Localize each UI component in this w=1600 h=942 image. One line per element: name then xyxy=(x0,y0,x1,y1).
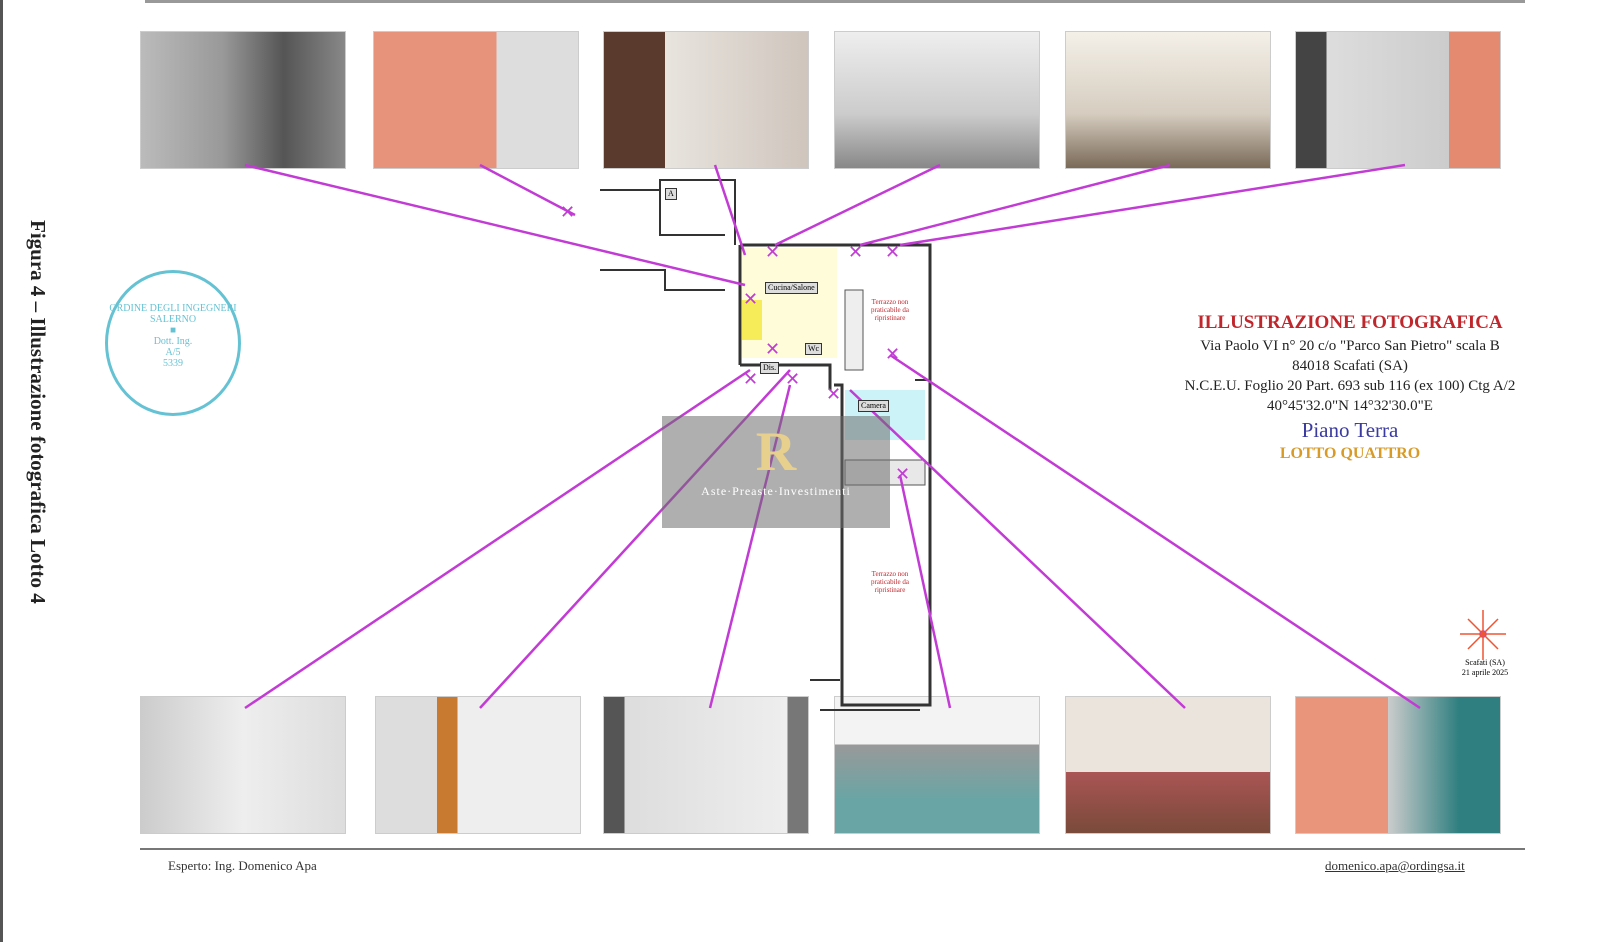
title-block: ILLUSTRAZIONE FOTOGRAFICA Via Paolo VI n… xyxy=(1140,310,1560,464)
page-edge xyxy=(0,0,3,942)
room-label-bedroom: Camera xyxy=(858,400,889,412)
footer-email[interactable]: domenico.apa@ordingsa.it xyxy=(1325,858,1465,873)
compass-place: Scafati (SA) xyxy=(1465,658,1505,667)
address: Via Paolo VI n° 20 c/o "Parco San Pietro… xyxy=(1200,338,1500,354)
photo-3 xyxy=(603,31,809,169)
photo-6 xyxy=(1295,31,1501,169)
figure-caption: Figura 4 – Illustrazione fotografica Lot… xyxy=(26,220,50,604)
room-label-living: Cucina/Salone xyxy=(765,282,818,294)
top-rule xyxy=(145,0,1525,3)
cadastre: N.C.E.U. Foglio 20 Part. 693 sub 116 (ex… xyxy=(1184,378,1516,394)
svg-text:✕: ✕ xyxy=(885,344,900,364)
room-label-wc: Wc xyxy=(805,343,823,355)
room-label-hall: Dis. xyxy=(760,362,780,374)
coordinates: 40°45'32.0"N 14°32'30.0"E xyxy=(1267,398,1433,414)
watermark: R Aste·Preaste·Investimenti xyxy=(662,416,890,528)
title-heading: ILLUSTRAZIONE FOTOGRAFICA xyxy=(1197,312,1503,333)
footer-expert: Esperto: Ing. Domenico Apa xyxy=(168,858,317,873)
city: 84018 Scafati (SA) xyxy=(1292,358,1408,374)
photo-8 xyxy=(375,696,581,834)
lot-label: LOTTO QUATTRO xyxy=(1279,445,1421,462)
svg-text:✕: ✕ xyxy=(743,289,758,309)
terrace-note: Terrazzo non praticabile da ripristinare xyxy=(871,298,909,322)
floor-label: Piano Terra xyxy=(1301,418,1399,442)
svg-text:✕: ✕ xyxy=(785,369,800,389)
photo-9 xyxy=(603,696,809,834)
bottom-rule xyxy=(140,848,1525,850)
watermark-text: Aste·Preaste·Investimenti xyxy=(701,484,851,498)
photo-11 xyxy=(1065,696,1271,834)
svg-text:✕: ✕ xyxy=(560,202,575,222)
svg-text:✕: ✕ xyxy=(826,384,841,404)
watermark-logo: R xyxy=(755,421,797,483)
photo-5 xyxy=(1065,31,1271,169)
svg-text:✕: ✕ xyxy=(765,242,780,262)
photo-10 xyxy=(834,696,1040,834)
compass-date: 21 aprile 2025 xyxy=(1461,668,1509,677)
photo-12 xyxy=(1295,696,1501,834)
photo-2 xyxy=(373,31,579,169)
svg-text:✕: ✕ xyxy=(765,339,780,359)
svg-text:✕: ✕ xyxy=(743,369,758,389)
svg-text:✕: ✕ xyxy=(885,242,900,262)
photo-4 xyxy=(834,31,1040,169)
photo-1 xyxy=(140,31,346,169)
photo-7 xyxy=(140,696,346,834)
stair-label: A xyxy=(665,188,677,200)
compass-caption: Scafati (SA) 21 aprile 2025 xyxy=(1445,658,1525,678)
terrace-note-2: Terrazzo non praticabile da ripristinare xyxy=(871,570,909,594)
svg-text:✕: ✕ xyxy=(848,242,863,262)
svg-text:✕: ✕ xyxy=(895,464,910,484)
